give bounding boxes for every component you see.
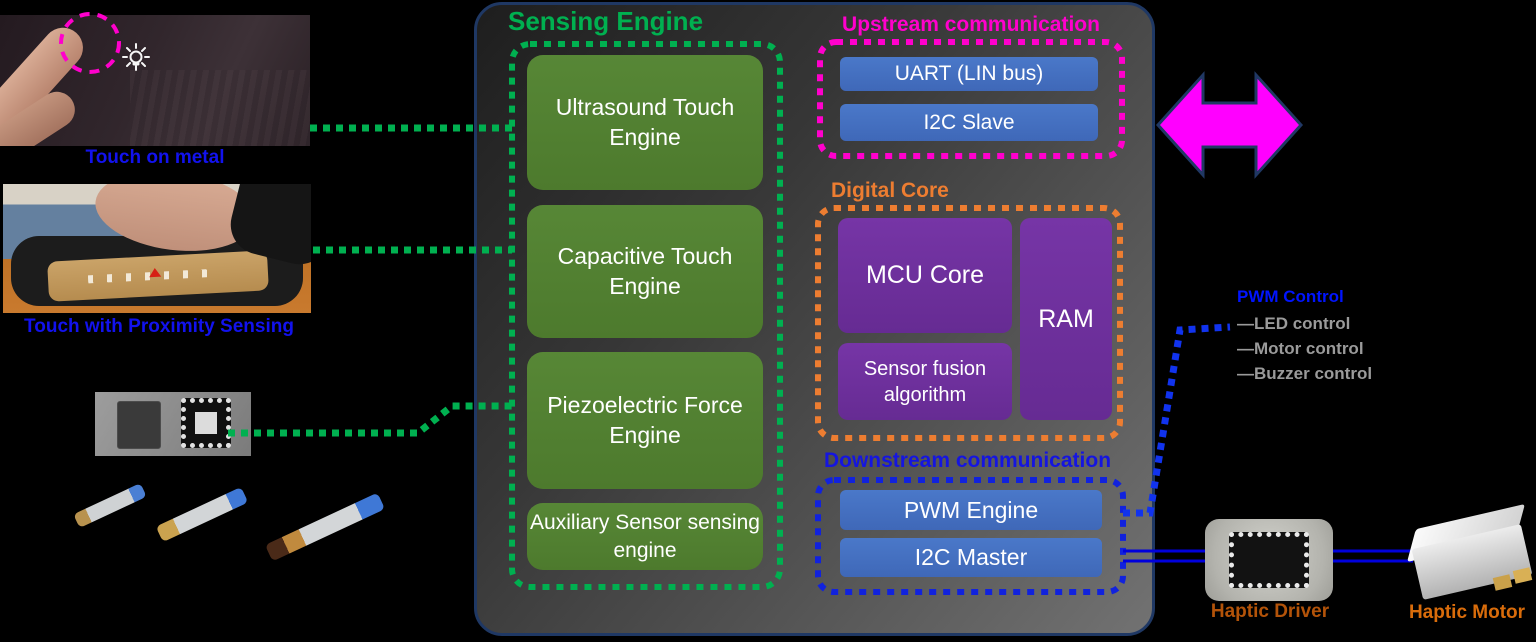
photo-proximity-sensing bbox=[3, 184, 311, 313]
pwm-control-item: —Motor control bbox=[1237, 339, 1364, 358]
proximity-caption: Touch with Proximity Sensing bbox=[24, 316, 294, 337]
digital-core-dotted-border bbox=[815, 205, 1123, 441]
pwm-engine-box: PWM Engine bbox=[840, 490, 1102, 530]
chip-package-qfn bbox=[181, 398, 231, 448]
chip-package-left bbox=[117, 401, 161, 449]
engine-label: Auxiliary Sensor sensing engine bbox=[530, 511, 760, 562]
i2c-master-label: I2C Master bbox=[914, 544, 1028, 570]
engine-label: Ultrasound Touch Engine bbox=[555, 93, 735, 150]
i2c-slave-box: I2C Slave bbox=[840, 104, 1098, 141]
pwm-control-item: —Buzzer control bbox=[1237, 364, 1373, 383]
haptic-motor-label: Haptic Motor bbox=[1408, 602, 1526, 623]
ram-box: RAM bbox=[1020, 218, 1112, 420]
touch-on-metal-caption: Touch on metal bbox=[85, 147, 225, 168]
pwm-control-title: PWM Control bbox=[1237, 287, 1344, 306]
pwm-engine-label: PWM Engine bbox=[903, 496, 1039, 523]
capacitive-touch-engine-box: Capacitive Touch Engine bbox=[527, 205, 763, 338]
bulb-icon bbox=[122, 43, 150, 71]
sensor-fusion-box: Sensor fusion algorithm bbox=[838, 343, 1012, 420]
arrow-both-icon bbox=[1155, 71, 1304, 179]
motor-gold-pad bbox=[1512, 567, 1533, 584]
connector-pwm-control bbox=[1123, 323, 1231, 517]
engine-label: Piezoelectric Force Engine bbox=[547, 391, 743, 448]
pwm-control-item: —LED control bbox=[1237, 314, 1351, 333]
metal-texture bbox=[130, 70, 310, 146]
auxiliary-sensor-engine-box: Auxiliary Sensor sensing engine bbox=[527, 503, 763, 570]
uart-label: UART (LIN bus) bbox=[894, 62, 1044, 85]
upstream-title: Upstream communication bbox=[842, 13, 1100, 36]
downstream-dotted-border bbox=[815, 477, 1126, 595]
connector-sensor-chips bbox=[228, 402, 512, 437]
pwm-control-block: PWM Control —LED control —Motor control … bbox=[1237, 287, 1372, 386]
piezoelectric-force-engine-box: Piezoelectric Force Engine bbox=[527, 352, 763, 489]
motor-gold-pad bbox=[1492, 574, 1513, 591]
mcu-core-box: MCU Core bbox=[838, 218, 1012, 333]
downstream-title: Downstream communication bbox=[823, 449, 1112, 472]
sensing-dotted-border bbox=[509, 41, 783, 590]
photo-haptic-motor bbox=[1407, 503, 1536, 602]
digital-core-title: Digital Core bbox=[831, 179, 949, 202]
uart-lin-bus-box: UART (LIN bus) bbox=[840, 57, 1098, 91]
ram-label: RAM bbox=[1038, 304, 1094, 333]
i2c-master-box: I2C Master bbox=[840, 538, 1102, 577]
haptic-driver-label: Haptic Driver bbox=[1210, 601, 1330, 622]
i2c-slave-label: I2C Slave bbox=[923, 110, 1015, 134]
driver-chip-qfn bbox=[1229, 532, 1309, 588]
upstream-dotted-border bbox=[817, 39, 1125, 159]
touch-highlight-circle bbox=[59, 12, 121, 74]
photo-touch-on-metal bbox=[0, 15, 310, 146]
sensing-engine-title: Sensing Engine bbox=[508, 6, 704, 36]
qfn-center-pad bbox=[195, 412, 217, 434]
ultrasound-touch-engine-box: Ultrasound Touch Engine bbox=[527, 55, 763, 190]
sensor-fusion-label: Sensor fusion algorithm bbox=[863, 357, 987, 406]
mcu-core-label: MCU Core bbox=[865, 261, 985, 289]
engine-label: Capacitive Touch Engine bbox=[557, 242, 733, 299]
photo-sensor-chips bbox=[95, 392, 251, 456]
photo-haptic-driver bbox=[1205, 519, 1333, 601]
